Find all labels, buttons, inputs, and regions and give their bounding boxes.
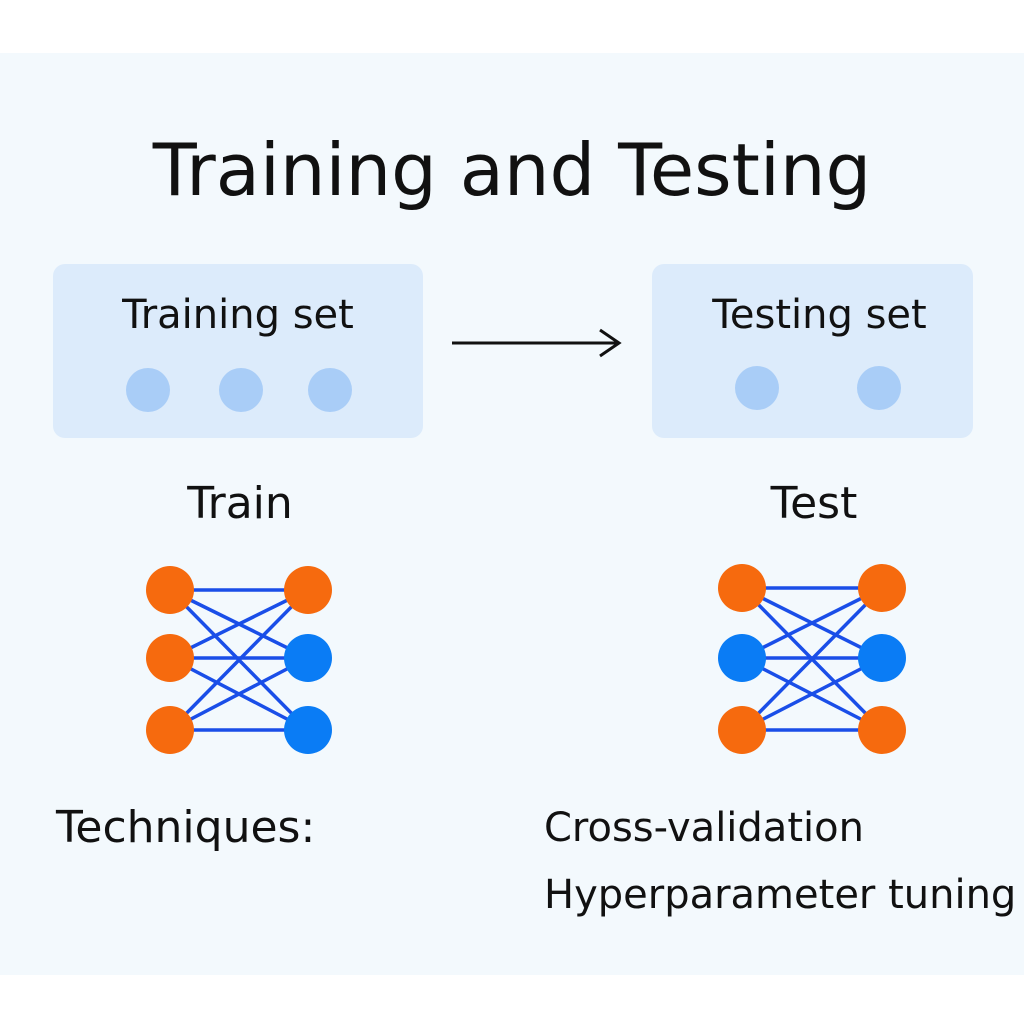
- network-node: [284, 634, 332, 682]
- technique-item: Cross-validation: [544, 805, 864, 851]
- test-label: Test: [770, 478, 858, 529]
- testing-set-box: Testing set: [652, 264, 973, 438]
- network-node: [718, 564, 766, 612]
- network-node: [858, 634, 906, 682]
- network-edge: [740, 586, 884, 732]
- network-edge: [169, 656, 309, 732]
- network-edge: [741, 656, 883, 732]
- network-node: [146, 566, 194, 614]
- arrow-icon: [452, 328, 622, 358]
- diagram-background: [0, 53, 1024, 975]
- training-sample-dot: [219, 368, 263, 412]
- training-set-label: Training set: [122, 292, 354, 338]
- network-node: [858, 564, 906, 612]
- techniques-label: Techniques:: [56, 802, 316, 853]
- testing-sample-dot: [735, 366, 779, 410]
- training-sample-dot: [126, 368, 170, 412]
- testing-sample-dot: [857, 366, 901, 410]
- network-node: [858, 706, 906, 754]
- testing-set-label: Testing set: [712, 292, 927, 338]
- network-node: [284, 706, 332, 754]
- network-edge: [169, 588, 309, 660]
- page-title: Training and Testing: [152, 128, 872, 212]
- network-node: [718, 634, 766, 682]
- train-label: Train: [187, 478, 293, 529]
- network-node: [146, 706, 194, 754]
- network-edge: [741, 586, 883, 660]
- network-node: [718, 706, 766, 754]
- network-node: [284, 566, 332, 614]
- network-edge: [168, 588, 310, 732]
- training-sample-dot: [308, 368, 352, 412]
- technique-item: Hyperparameter tuning: [544, 872, 1017, 918]
- network-node: [146, 634, 194, 682]
